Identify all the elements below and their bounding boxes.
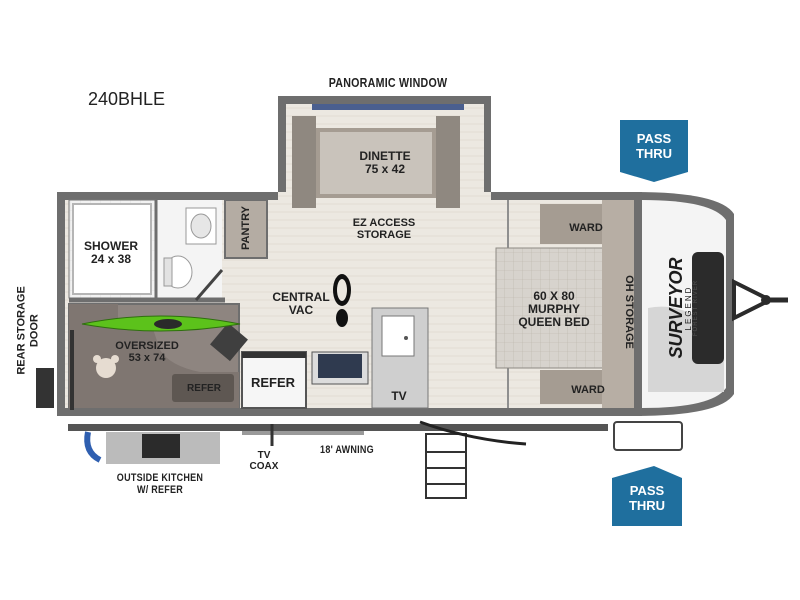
dinette-label-line1: DINETTE xyxy=(359,149,411,163)
bathroom xyxy=(68,199,225,303)
dinette xyxy=(292,116,460,208)
dinette-label-line2: 75 x 42 xyxy=(364,162,406,177)
ez-access-storage-label: EZ ACCESS STORAGE xyxy=(344,217,424,241)
refer-label: REFER xyxy=(250,375,296,390)
shower-label-line2: 24 x 38 xyxy=(90,252,132,267)
pass-thru-badge-bottom: PASS THRU xyxy=(614,483,680,514)
shower-label-line1: SHOWER xyxy=(84,239,138,253)
tv-coax-label: TV COAX xyxy=(246,450,282,472)
ez-access-label-line1: EZ ACCESS xyxy=(352,217,416,229)
kitchen xyxy=(241,307,429,409)
hitch xyxy=(732,278,788,322)
ward-top-label: WARD xyxy=(569,222,603,234)
tv-coax-label-line1: TV xyxy=(257,450,271,461)
shower-label: SHOWER 24 x 38 xyxy=(80,239,142,267)
oversized-label-line1: OVERSIZED xyxy=(115,340,179,352)
front-storage-box xyxy=(613,421,683,451)
brand-logo: SURVEYOR LEGEND FOREST RIVER xyxy=(666,243,699,373)
pantry xyxy=(224,199,268,259)
outside-kitchen-label-line2: W/ REFER xyxy=(136,484,184,497)
rear-storage-steps xyxy=(36,368,54,408)
oh-storage-label: OH STORAGE xyxy=(623,275,635,349)
central-vac-label-line1: CENTRAL xyxy=(272,290,330,304)
oversized-bed-label: OVERSIZED 53 x 74 xyxy=(112,340,182,364)
pass-thru-bottom-line2: THRU xyxy=(628,497,666,513)
kayak-illustration xyxy=(81,315,241,332)
oversized-label-line2: 53 x 74 xyxy=(128,352,166,365)
front-cap xyxy=(634,192,734,416)
outside-kitchen-label-line1: OUTSIDE KITCHEN xyxy=(116,472,204,484)
murphy-bed-label: 60 X 80 MURPHY QUEEN BED xyxy=(512,289,596,330)
pass-thru-bottom-line1: PASS xyxy=(629,483,665,498)
brand-logo-line3: FOREST RIVER xyxy=(693,279,699,337)
tv-coax-label-line2: COAX xyxy=(249,461,279,472)
awning-label: 18' AWNING xyxy=(320,444,374,456)
pass-thru-badge-bottom-shape xyxy=(612,466,682,526)
murphy-label-line3: QUEEN BED xyxy=(518,315,590,330)
entry-steps xyxy=(425,433,467,499)
entry-door-swing xyxy=(419,420,527,446)
murphy-bed-area xyxy=(495,200,634,408)
brand-logo-line2: LEGEND xyxy=(684,285,693,331)
central-vac-label-line2: VAC xyxy=(288,303,314,318)
central-vac-label: CENTRAL VAC xyxy=(272,290,330,318)
ez-access-label-line2: STORAGE xyxy=(356,229,412,242)
pantry-label: PANTRY xyxy=(240,206,252,250)
pass-thru-top-line2: THRU xyxy=(635,145,673,161)
ward-bottom-label: WARD xyxy=(571,384,605,396)
murphy-label-line1: 60 X 80 xyxy=(533,289,575,303)
curb-side-rail xyxy=(68,424,608,435)
model-number: 240BHLE xyxy=(88,89,166,109)
brand-logo-line1: SURVEYOR xyxy=(666,257,686,359)
pass-thru-badge-top: PASS THRU xyxy=(621,131,687,162)
murphy-label-line2: MURPHY xyxy=(527,302,580,317)
tv-label: TV xyxy=(391,389,407,403)
outside-kitchen-label: OUTSIDE KITCHEN W/ REFER xyxy=(111,472,209,496)
rear-storage-door-label: REAR STORAGE DOOR xyxy=(15,286,40,375)
dinette-label: DINETTE 75 x 42 xyxy=(346,149,424,177)
outside-kitchen xyxy=(84,431,220,464)
pass-thru-top-line1: PASS xyxy=(636,131,672,146)
refer-small-label: REFER xyxy=(187,383,221,394)
central-vac-footprint xyxy=(333,274,351,327)
panoramic-window-label: PANORAMIC WINDOW xyxy=(328,75,448,90)
rear-storage-label-line1: REAR STORAGE xyxy=(15,286,28,375)
pass-thru-badge-top-shape xyxy=(620,120,688,182)
rear-storage-label-line2: DOOR xyxy=(28,314,40,348)
